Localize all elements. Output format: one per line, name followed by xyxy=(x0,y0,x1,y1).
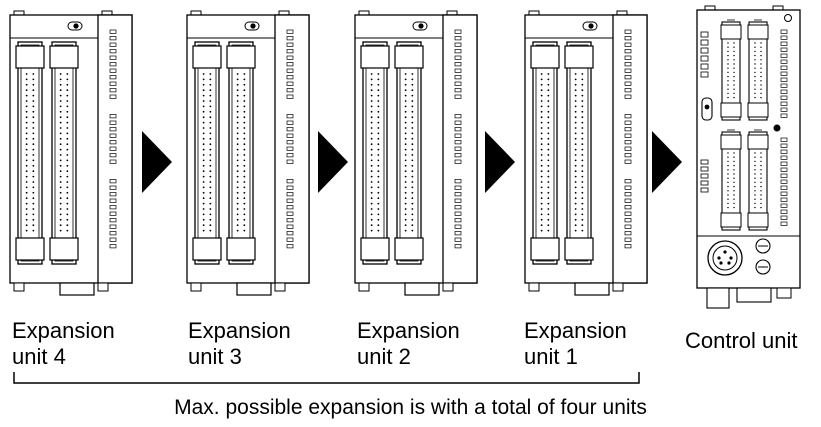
expansion-units-group xyxy=(9,10,648,296)
expansion-unit-3-drawing xyxy=(186,10,310,296)
flow-arrow-4 xyxy=(652,131,682,193)
flow-arrow-2 xyxy=(318,131,348,193)
flow-arrows-group xyxy=(142,131,682,193)
flow-arrow-1 xyxy=(142,131,172,193)
expansion-unit-1-drawing xyxy=(524,10,648,296)
grouping-bracket xyxy=(13,372,640,384)
control-unit-drawing xyxy=(696,5,801,309)
expansion-unit-2-drawing xyxy=(354,10,478,296)
expansion-caption: Max. possible expansion is with a total … xyxy=(174,396,647,419)
expansion-unit-4-drawing xyxy=(9,10,133,296)
control-unit-label: Control unit xyxy=(685,328,798,353)
flow-arrow-3 xyxy=(485,131,515,193)
